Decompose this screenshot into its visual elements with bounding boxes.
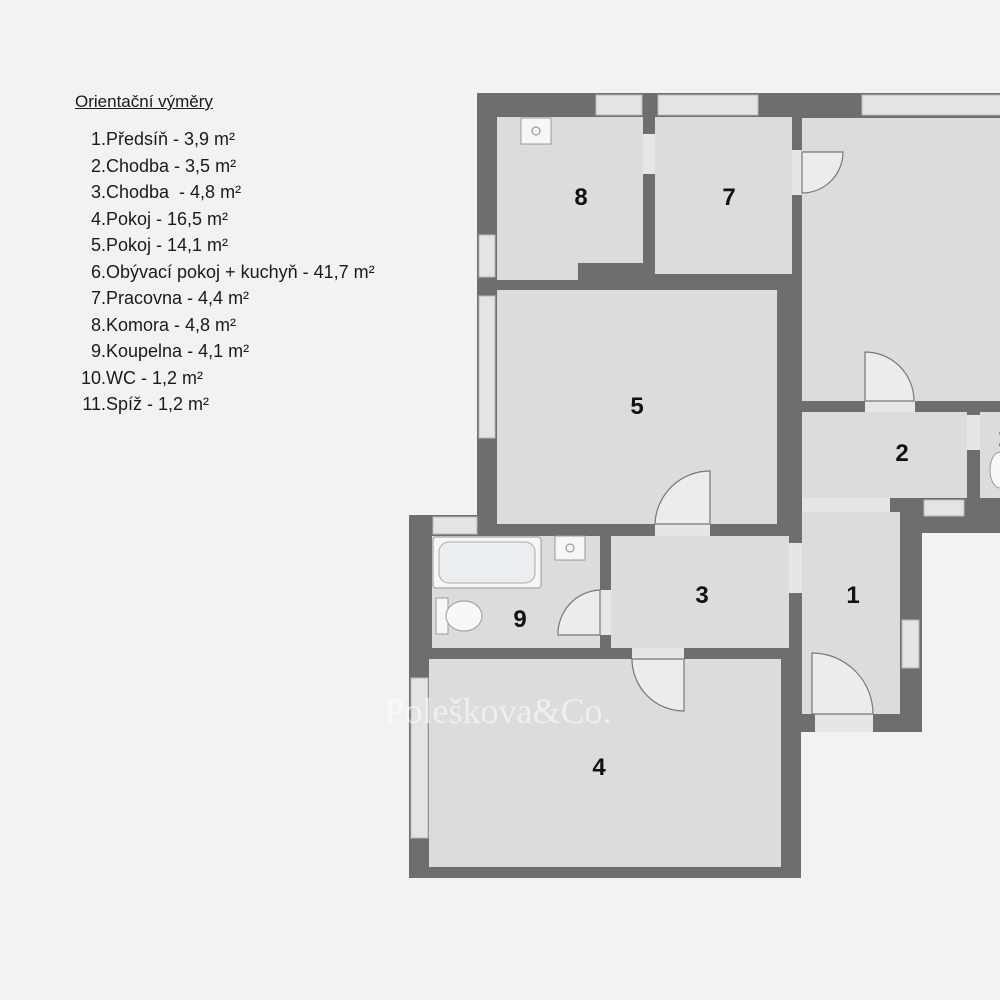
- room-label-4: 4: [592, 754, 606, 781]
- fixtures: [432, 117, 1000, 635]
- room-label-7: 7: [722, 184, 735, 211]
- room-label-1: 1: [846, 582, 859, 609]
- door-opening-3-4: [632, 648, 684, 659]
- room-label-8: 8: [574, 184, 587, 211]
- room-label-10-partial: 1: [998, 425, 1000, 452]
- legend-item-6: 6.Obývací pokoj + kuchyň - 41,7 m²: [90, 261, 375, 282]
- window-room-9: [432, 516, 478, 535]
- floor-room-7: [655, 117, 792, 274]
- room-label-2: 2: [895, 440, 908, 467]
- entrance-door-opening: [815, 714, 873, 732]
- floors: [429, 117, 1000, 867]
- room-label-9: 9: [513, 606, 526, 633]
- washbasin-8-drain-icon: [531, 126, 541, 136]
- toilet-wc: [989, 451, 1000, 489]
- watermark: Poleškova&Co.: [384, 691, 611, 731]
- floor-room-8: [497, 117, 643, 280]
- window-room-8: [595, 94, 643, 116]
- room-label-5: 5: [630, 393, 643, 420]
- legend-item-5: 5.Pokoj - 14,1 m²: [90, 235, 229, 255]
- floor-room-2: [802, 412, 967, 498]
- legend-item-11: 11.Spíž - 1,2 m²: [82, 394, 210, 414]
- door-swing-5-3: [654, 470, 711, 525]
- door-swing-9-3: [557, 589, 601, 636]
- door-opening-6-2: [865, 401, 915, 412]
- window-room-8-side: [478, 234, 496, 278]
- door-opening-6: [792, 150, 802, 195]
- door-swing-6: [801, 151, 844, 194]
- legend-item-9: 9.Koupelna - 4,1 m²: [90, 341, 250, 361]
- legend-item-8: 8.Komora - 4,8 m²: [90, 314, 237, 335]
- door-swing-3-4: [631, 658, 685, 712]
- room-labels: 8 7 5 2 1 3 9 4 1: [513, 184, 1000, 781]
- room-label-3: 3: [695, 582, 708, 609]
- door-opening-8-7: [643, 134, 655, 174]
- window-room-6: [861, 94, 1000, 116]
- door-opening-3-1: [789, 543, 802, 593]
- door-swing-6-2: [864, 351, 915, 402]
- window-room-2: [923, 499, 965, 517]
- door-opening-5-3: [655, 524, 710, 536]
- washbasin-8: [520, 117, 552, 145]
- window-room-7: [657, 94, 759, 116]
- legend-list: 1.Předsíň - 3,9 m² 2.Chodba - 3,5 m² 3.C…: [75, 126, 375, 418]
- windows: [410, 94, 1000, 839]
- door-opening-10: [967, 415, 980, 450]
- door-opening-2-1: [802, 498, 890, 512]
- window-room-1: [901, 619, 920, 669]
- door-openings: [600, 134, 980, 732]
- door-swings: [557, 151, 915, 715]
- legend-item-3: 3.Chodba - 4,8 m²: [90, 182, 242, 202]
- washbasin-9-drain-icon: [565, 543, 575, 553]
- floor-room-4: [429, 659, 781, 867]
- legend: Orientační výměry 1.Předsíň - 3,9 m² 2.C…: [75, 92, 375, 418]
- entrance-door-swing: [811, 652, 874, 715]
- legend-item-2: 2.Chodba - 3,5 m²: [90, 155, 237, 176]
- legend-item-10: 10.WC - 1,2 m²: [80, 367, 203, 388]
- legend-item-4: 4.Pokoj - 16,5 m²: [90, 208, 229, 229]
- door-opening-9-3: [600, 590, 611, 635]
- legend-title: Orientační výměry: [75, 92, 213, 111]
- bathtub-basin: [438, 541, 536, 584]
- window-room-5: [478, 295, 496, 439]
- washbasin-9: [554, 535, 586, 561]
- floor-room-5: [497, 290, 777, 524]
- floor-room-3: [611, 536, 789, 648]
- legend-item-7: 7.Pracovna - 4,4 m²: [90, 288, 250, 308]
- window-room-4: [410, 677, 429, 839]
- toilet-bowl: [445, 600, 483, 632]
- legend-item-1: 1.Předsíň - 3,9 m²: [90, 129, 236, 149]
